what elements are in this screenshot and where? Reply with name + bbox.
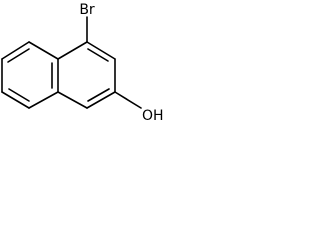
bond-left-ring-bottom [28,91,59,109]
chemical-structure-diagram: Br OH [1,2,164,124]
right-ring [57,41,116,109]
bond-right-ring-upper-left [57,41,88,60]
bromine-label: Br [79,2,95,18]
double-bond-inner-upper-right [87,48,109,62]
bond-left-ring-top [28,41,59,60]
left-benzene-ring [1,41,59,109]
hydroxyl-label: OH [142,108,164,124]
bond-left-ring-lower-left [1,91,30,109]
double-bond-inner-upper-left [7,48,30,63]
bond-right-ring-lower-left [57,91,88,109]
bond-right-ring-lower-right [86,91,116,109]
bond-to-hydroxyl [114,91,142,109]
bond-right-ring-upper-right [86,41,116,60]
double-bond-inner-lower-right [87,88,110,102]
double-bond-inner-left [8,88,30,102]
substituent-bonds [86,16,142,109]
bond-left-ring-upper-left [1,41,30,60]
fusion-bond [51,58,59,93]
